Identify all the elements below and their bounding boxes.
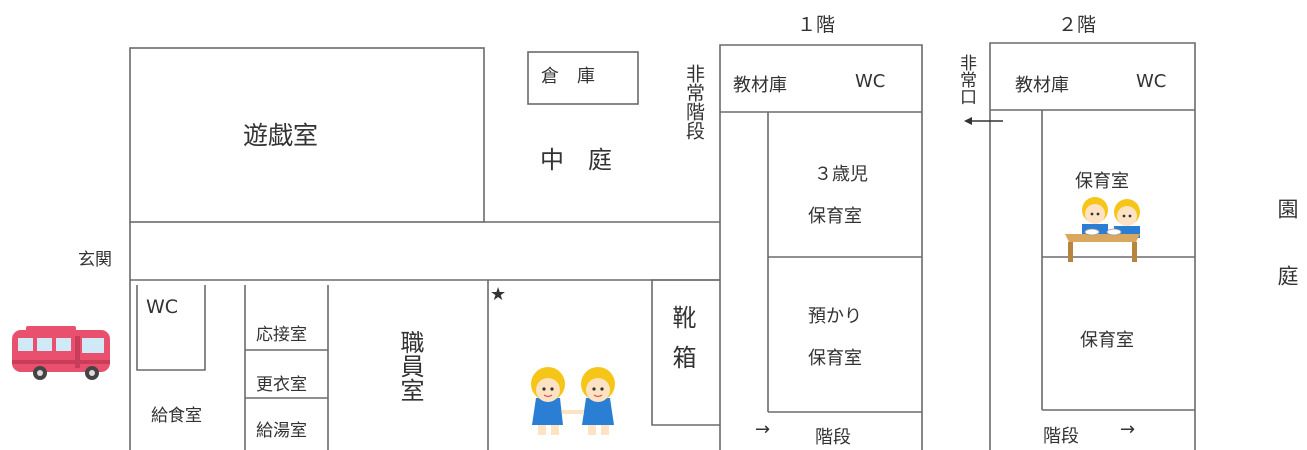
arrow-icon [964, 117, 1003, 125]
floor2-stairs-arrow: → [1120, 419, 1136, 440]
floor1-materials-label: 教材庫 [733, 75, 787, 96]
floor2-nursery-upper-label: 保育室 [1075, 171, 1129, 192]
emergency-stairs-label: 非常階段 [683, 64, 705, 140]
wc-label: WC [146, 296, 179, 318]
floor2-title: ２階 [1058, 14, 1097, 36]
storage-label: 倉 庫 [541, 66, 595, 87]
shoe-box-wall [651, 279, 720, 426]
floor2-nursery-lower-label: 保育室 [1080, 330, 1134, 351]
children-eating-icon [1065, 197, 1140, 262]
bus-icon [12, 326, 110, 380]
star-icon: ★ [490, 284, 507, 305]
entrance-label: 玄関 [78, 250, 112, 270]
floor1-daycare-label-line2: 保育室 [808, 348, 862, 369]
emergency-exit-label: 非常口 [956, 54, 976, 105]
floor2-wc-label: WC [1136, 71, 1167, 92]
floor2-materials-label: 教材庫 [1015, 75, 1069, 96]
floor1-3yo-label-line2: 保育室 [808, 206, 862, 227]
floor1-daycare-label-line1: 預かり [808, 306, 862, 327]
storage-wall [527, 51, 639, 105]
children-holding-hands-icon [531, 367, 615, 435]
lunch-room-label: 給食室 [151, 406, 202, 426]
shoe-box-label: 靴箱 [668, 305, 696, 385]
floor1-wc-label: WC [855, 71, 886, 92]
changing-room-label: 更衣室 [256, 375, 307, 395]
courtyard-label: 中 庭 [540, 146, 612, 174]
floor1-outline [719, 44, 923, 450]
reception-room-label: 応接室 [256, 325, 307, 345]
playroom-label: 遊戯室 [243, 121, 319, 150]
floor1-3yo-label-line1: ３歳児 [814, 164, 868, 185]
garden-label: 園庭 [1275, 198, 1299, 332]
kitchenette-label: 給湯室 [256, 421, 307, 441]
floor1-stairs-label: 階段 [815, 427, 851, 448]
playroom-wall [129, 47, 485, 223]
floor2-outline [989, 42, 1196, 450]
floor1-stairs-arrow: → [755, 419, 771, 440]
wc-wall [136, 285, 206, 371]
staff-room-label: 職員室 [396, 330, 424, 402]
floor1-title: １階 [797, 14, 836, 36]
floor2-stairs-label: 階段 [1043, 426, 1079, 447]
